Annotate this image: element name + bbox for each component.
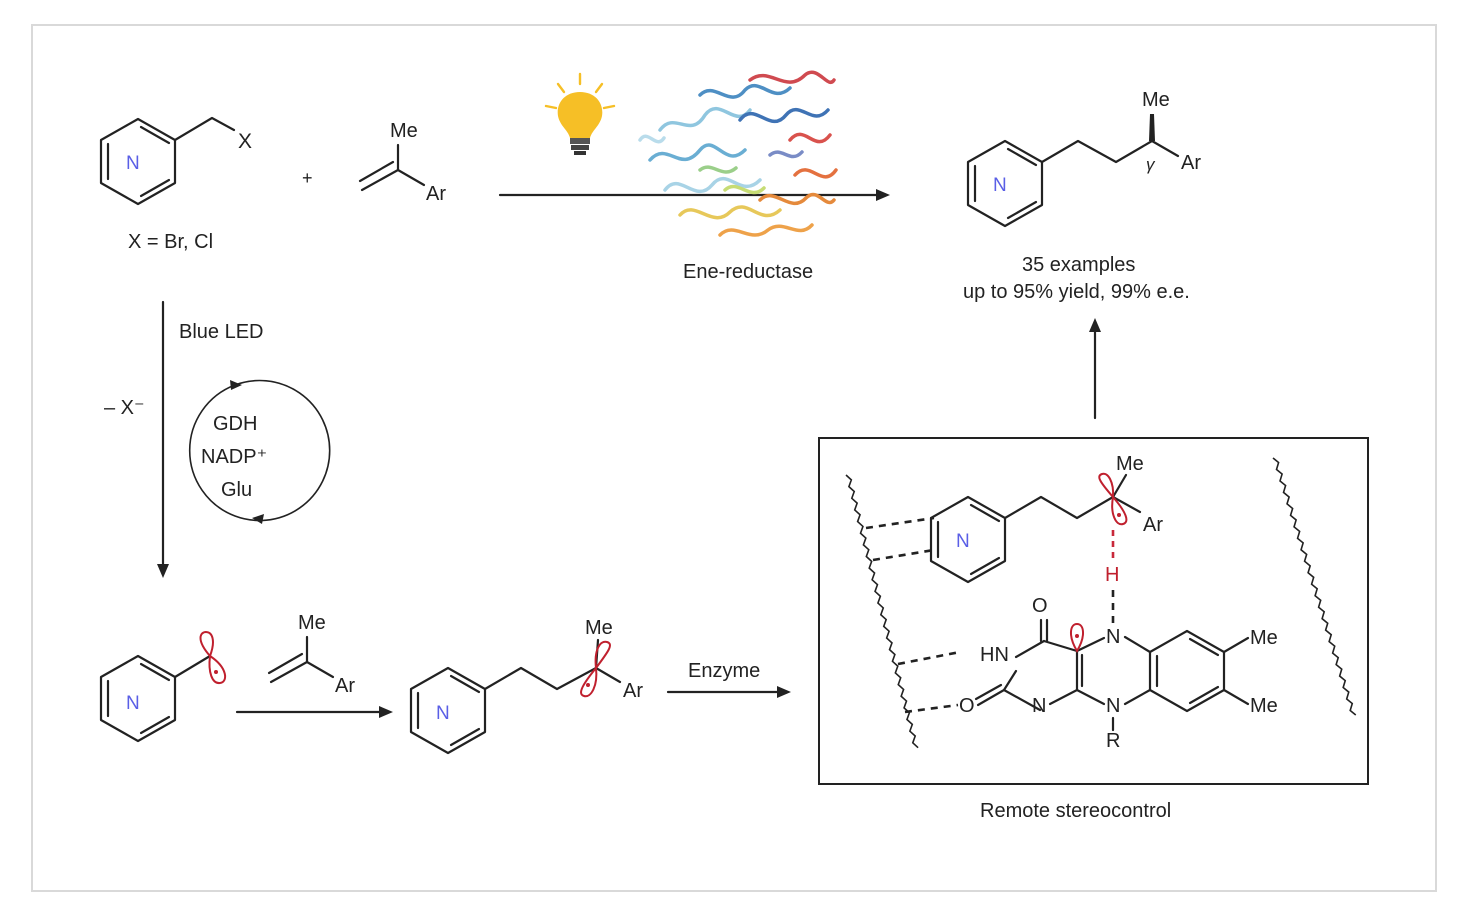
enzyme-wall-right xyxy=(1272,457,1357,716)
pi-stacking-interactions xyxy=(865,516,961,714)
cycle-nadp-label: NADP⁺ xyxy=(201,446,267,468)
flavin-me-bottom: Me xyxy=(1250,695,1278,717)
examples-label: 35 examples xyxy=(1022,254,1135,276)
intermediate-ar-label: Ar xyxy=(623,680,643,702)
bound-radical-substrate: N Me Ar xyxy=(929,453,1163,584)
light-bulb-icon xyxy=(544,72,616,155)
hydrogen-atom-transfer: H xyxy=(1105,530,1119,623)
second-alkene-me-label: Me xyxy=(298,612,326,634)
ring-n-label: N xyxy=(126,153,140,174)
radical-intermediate: N Me Ar xyxy=(409,617,643,755)
ene-reductase-label: Ene-reductase xyxy=(683,261,813,283)
flavin-o-left: O xyxy=(959,695,975,717)
flavin-n1-label: N xyxy=(1032,695,1046,717)
box-ar-label: Ar xyxy=(1143,514,1163,536)
flavin-hn-label: HN xyxy=(980,644,1009,666)
gamma-label: γ xyxy=(1146,155,1156,174)
cycle-gdh-label: GDH xyxy=(213,413,257,435)
plus-sign: + xyxy=(302,168,313,188)
product-me-label: Me xyxy=(1142,89,1170,111)
halide-x-label: X xyxy=(238,130,252,153)
leaving-group-label: – X⁻ xyxy=(104,397,145,419)
product-ar-label: Ar xyxy=(1181,152,1201,174)
intermediate-me-label: Me xyxy=(585,617,613,639)
flavin-n10-label: N xyxy=(1106,695,1120,717)
stereocontrol-caption: Remote stereocontrol xyxy=(980,800,1171,822)
chiral-product: N Me Ar γ xyxy=(966,89,1201,228)
hydrogen-label: H xyxy=(1105,564,1119,586)
up-arrow xyxy=(1089,318,1101,420)
pyridine-halide: N X X = Br, Cl xyxy=(99,116,252,253)
box-ring-n-label: N xyxy=(956,531,970,552)
second-alkene: Me Ar xyxy=(267,612,355,697)
flavin-n5-label: N xyxy=(1106,626,1120,648)
halide-condition-label: X = Br, Cl xyxy=(128,231,213,253)
enzyme-arrow xyxy=(666,686,791,698)
alkene-reactant: Me Ar xyxy=(358,120,446,205)
blue-led-label: Blue LED xyxy=(179,321,264,343)
intermediate-ring-n-label: N xyxy=(436,703,450,724)
pyridylmethyl-radical: N xyxy=(99,630,227,743)
flavin-o-top: O xyxy=(1032,595,1048,617)
radical-ring-n-label: N xyxy=(126,693,140,714)
ene-reductase-protein-structure xyxy=(638,70,838,237)
enzyme-label: Enzyme xyxy=(688,660,760,682)
cycle-glu-label: Glu xyxy=(221,479,252,501)
yield-label: up to 95% yield, 99% e.e. xyxy=(963,281,1190,303)
flavin-cofactor: O HN O N N N R Me Me xyxy=(959,595,1278,752)
alkene-ar-label: Ar xyxy=(426,183,446,205)
box-me-label: Me xyxy=(1116,453,1144,475)
figure-frame xyxy=(31,24,1437,892)
left-down-arrow xyxy=(157,300,169,578)
second-alkene-ar-label: Ar xyxy=(335,675,355,697)
stereocontrol-box xyxy=(818,437,1369,785)
cofactor-cycle xyxy=(188,379,331,524)
flavin-me-top: Me xyxy=(1250,627,1278,649)
addition-arrow xyxy=(235,706,393,718)
flavin-r-label: R xyxy=(1106,730,1120,752)
product-ring-n-label: N xyxy=(993,175,1007,196)
enzyme-wall-left xyxy=(845,474,919,749)
alkene-me-label: Me xyxy=(390,120,418,142)
